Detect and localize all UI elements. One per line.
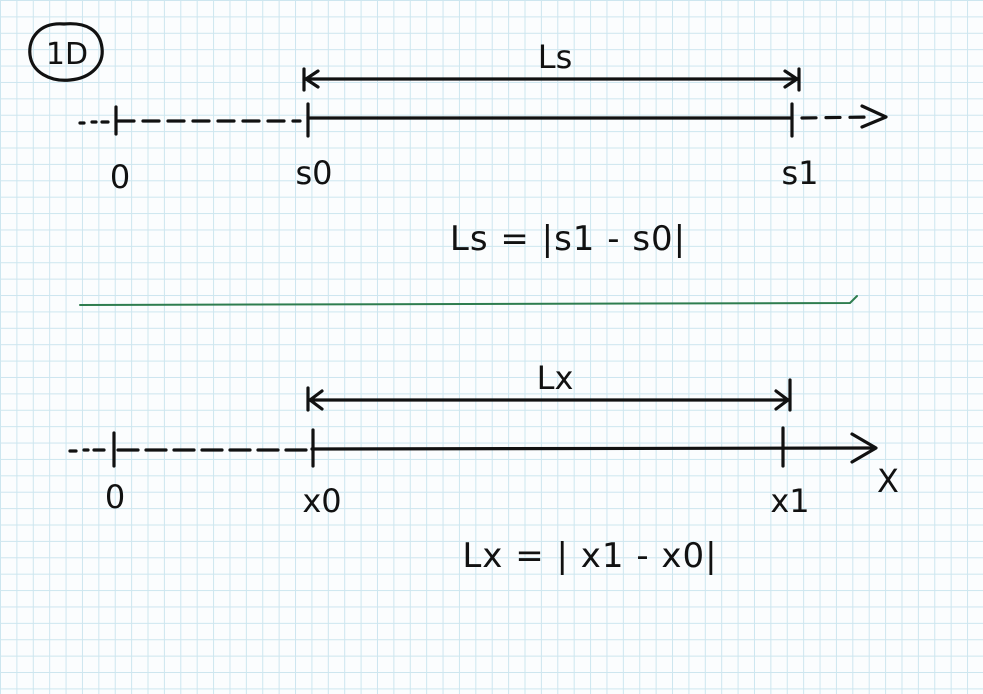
- top-length-right-head: [783, 69, 799, 89]
- badge-circle: [28, 22, 104, 82]
- bottom-start-label: x0: [302, 482, 341, 520]
- bottom-length-right-head: [774, 389, 790, 411]
- badge-text: 1D: [46, 37, 88, 72]
- bottom-axis-label: X: [877, 462, 899, 500]
- bottom-length-label: Lx: [537, 359, 574, 397]
- top-axis-arrowhead: [860, 104, 888, 129]
- bottom-origin-label: 0: [105, 478, 125, 516]
- section-badge: 1D: [28, 22, 104, 82]
- bottom-solid-axis: [310, 446, 876, 451]
- top-formula: Ls = |s1 - s0|: [450, 219, 686, 259]
- section-divider: [79, 295, 858, 306]
- top-length-arrow: [302, 67, 801, 92]
- top-dashed-continuation: [800, 115, 872, 120]
- top-start-label: s0: [295, 154, 332, 192]
- bottom-length-left-head: [308, 389, 324, 411]
- top-origin-label: 0: [110, 158, 130, 196]
- top-length-label: Ls: [538, 38, 573, 76]
- bottom-length-arrow: [306, 378, 792, 412]
- bottom-formula: Lx = | x1 - x0|: [462, 536, 717, 576]
- bottom-number-line: [68, 426, 878, 468]
- top-number-line: [78, 102, 888, 138]
- top-length-left-head: [304, 69, 320, 89]
- bottom-end-label: x1: [770, 482, 809, 520]
- top-end-label: s1: [781, 154, 818, 192]
- bottom-axis-arrowhead: [850, 432, 878, 464]
